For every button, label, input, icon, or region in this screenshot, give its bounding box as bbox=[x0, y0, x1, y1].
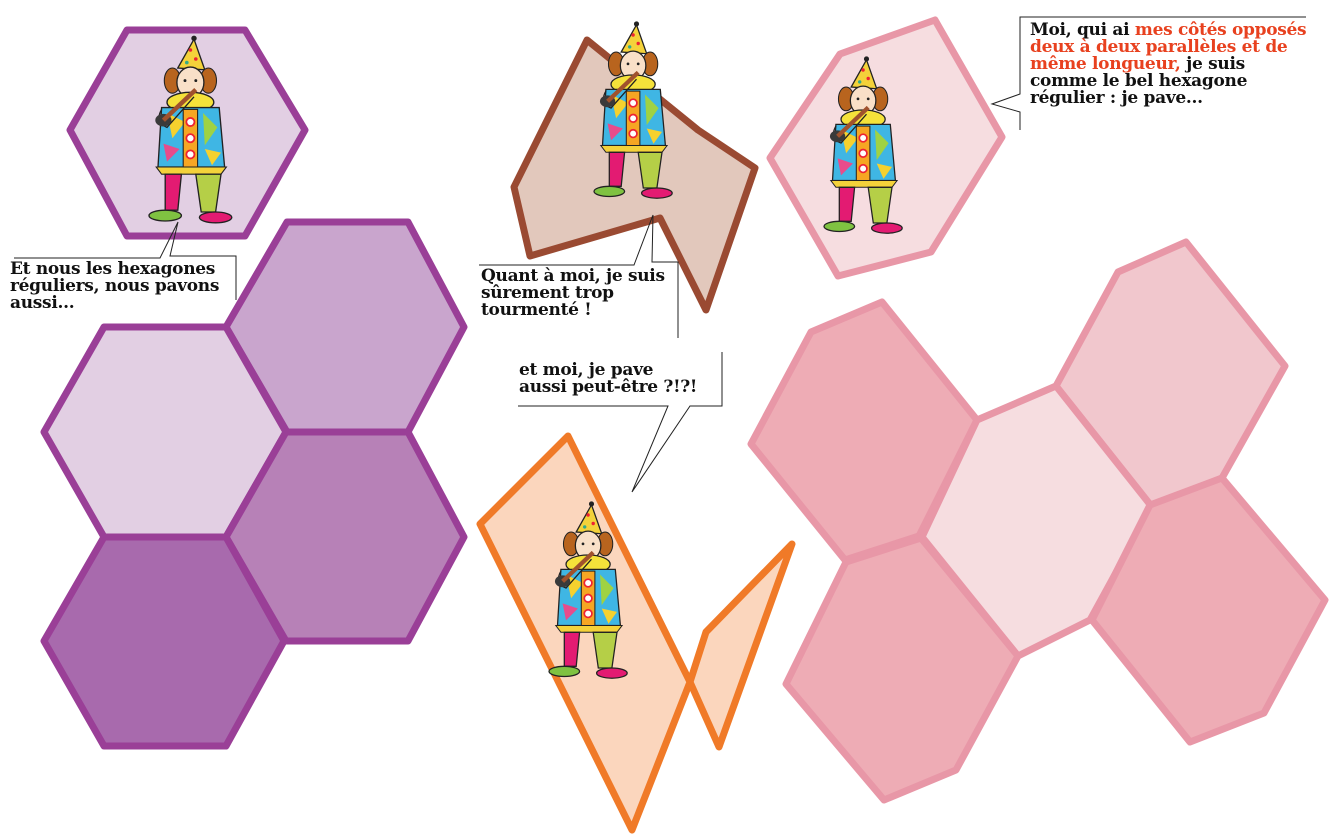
speech-line: régulier : je pave... bbox=[1030, 90, 1306, 107]
speech-bubble-hexagons: Et nous les hexagones réguliers, nous pa… bbox=[10, 261, 219, 312]
parallel-sided-hexagon bbox=[770, 20, 1002, 276]
zigzag-polygon bbox=[480, 436, 792, 830]
speech-line: aussi... bbox=[10, 295, 219, 312]
speech-line: aussi peut-être ?!?! bbox=[519, 379, 697, 396]
parallel-hexagon-tiling bbox=[751, 242, 1325, 800]
single-regular-hexagon bbox=[70, 30, 305, 236]
speech-bubble-tormented: Quant à moi, je suis sûrement trop tourm… bbox=[481, 268, 665, 319]
speech-bubble-maybe: et moi, je pave aussi peut-être ?!?! bbox=[519, 362, 697, 396]
speech-bubble-parallel: Moi, qui ai mes côtés opposés deux à deu… bbox=[1030, 22, 1306, 107]
speech-line: tourmenté ! bbox=[481, 302, 665, 319]
